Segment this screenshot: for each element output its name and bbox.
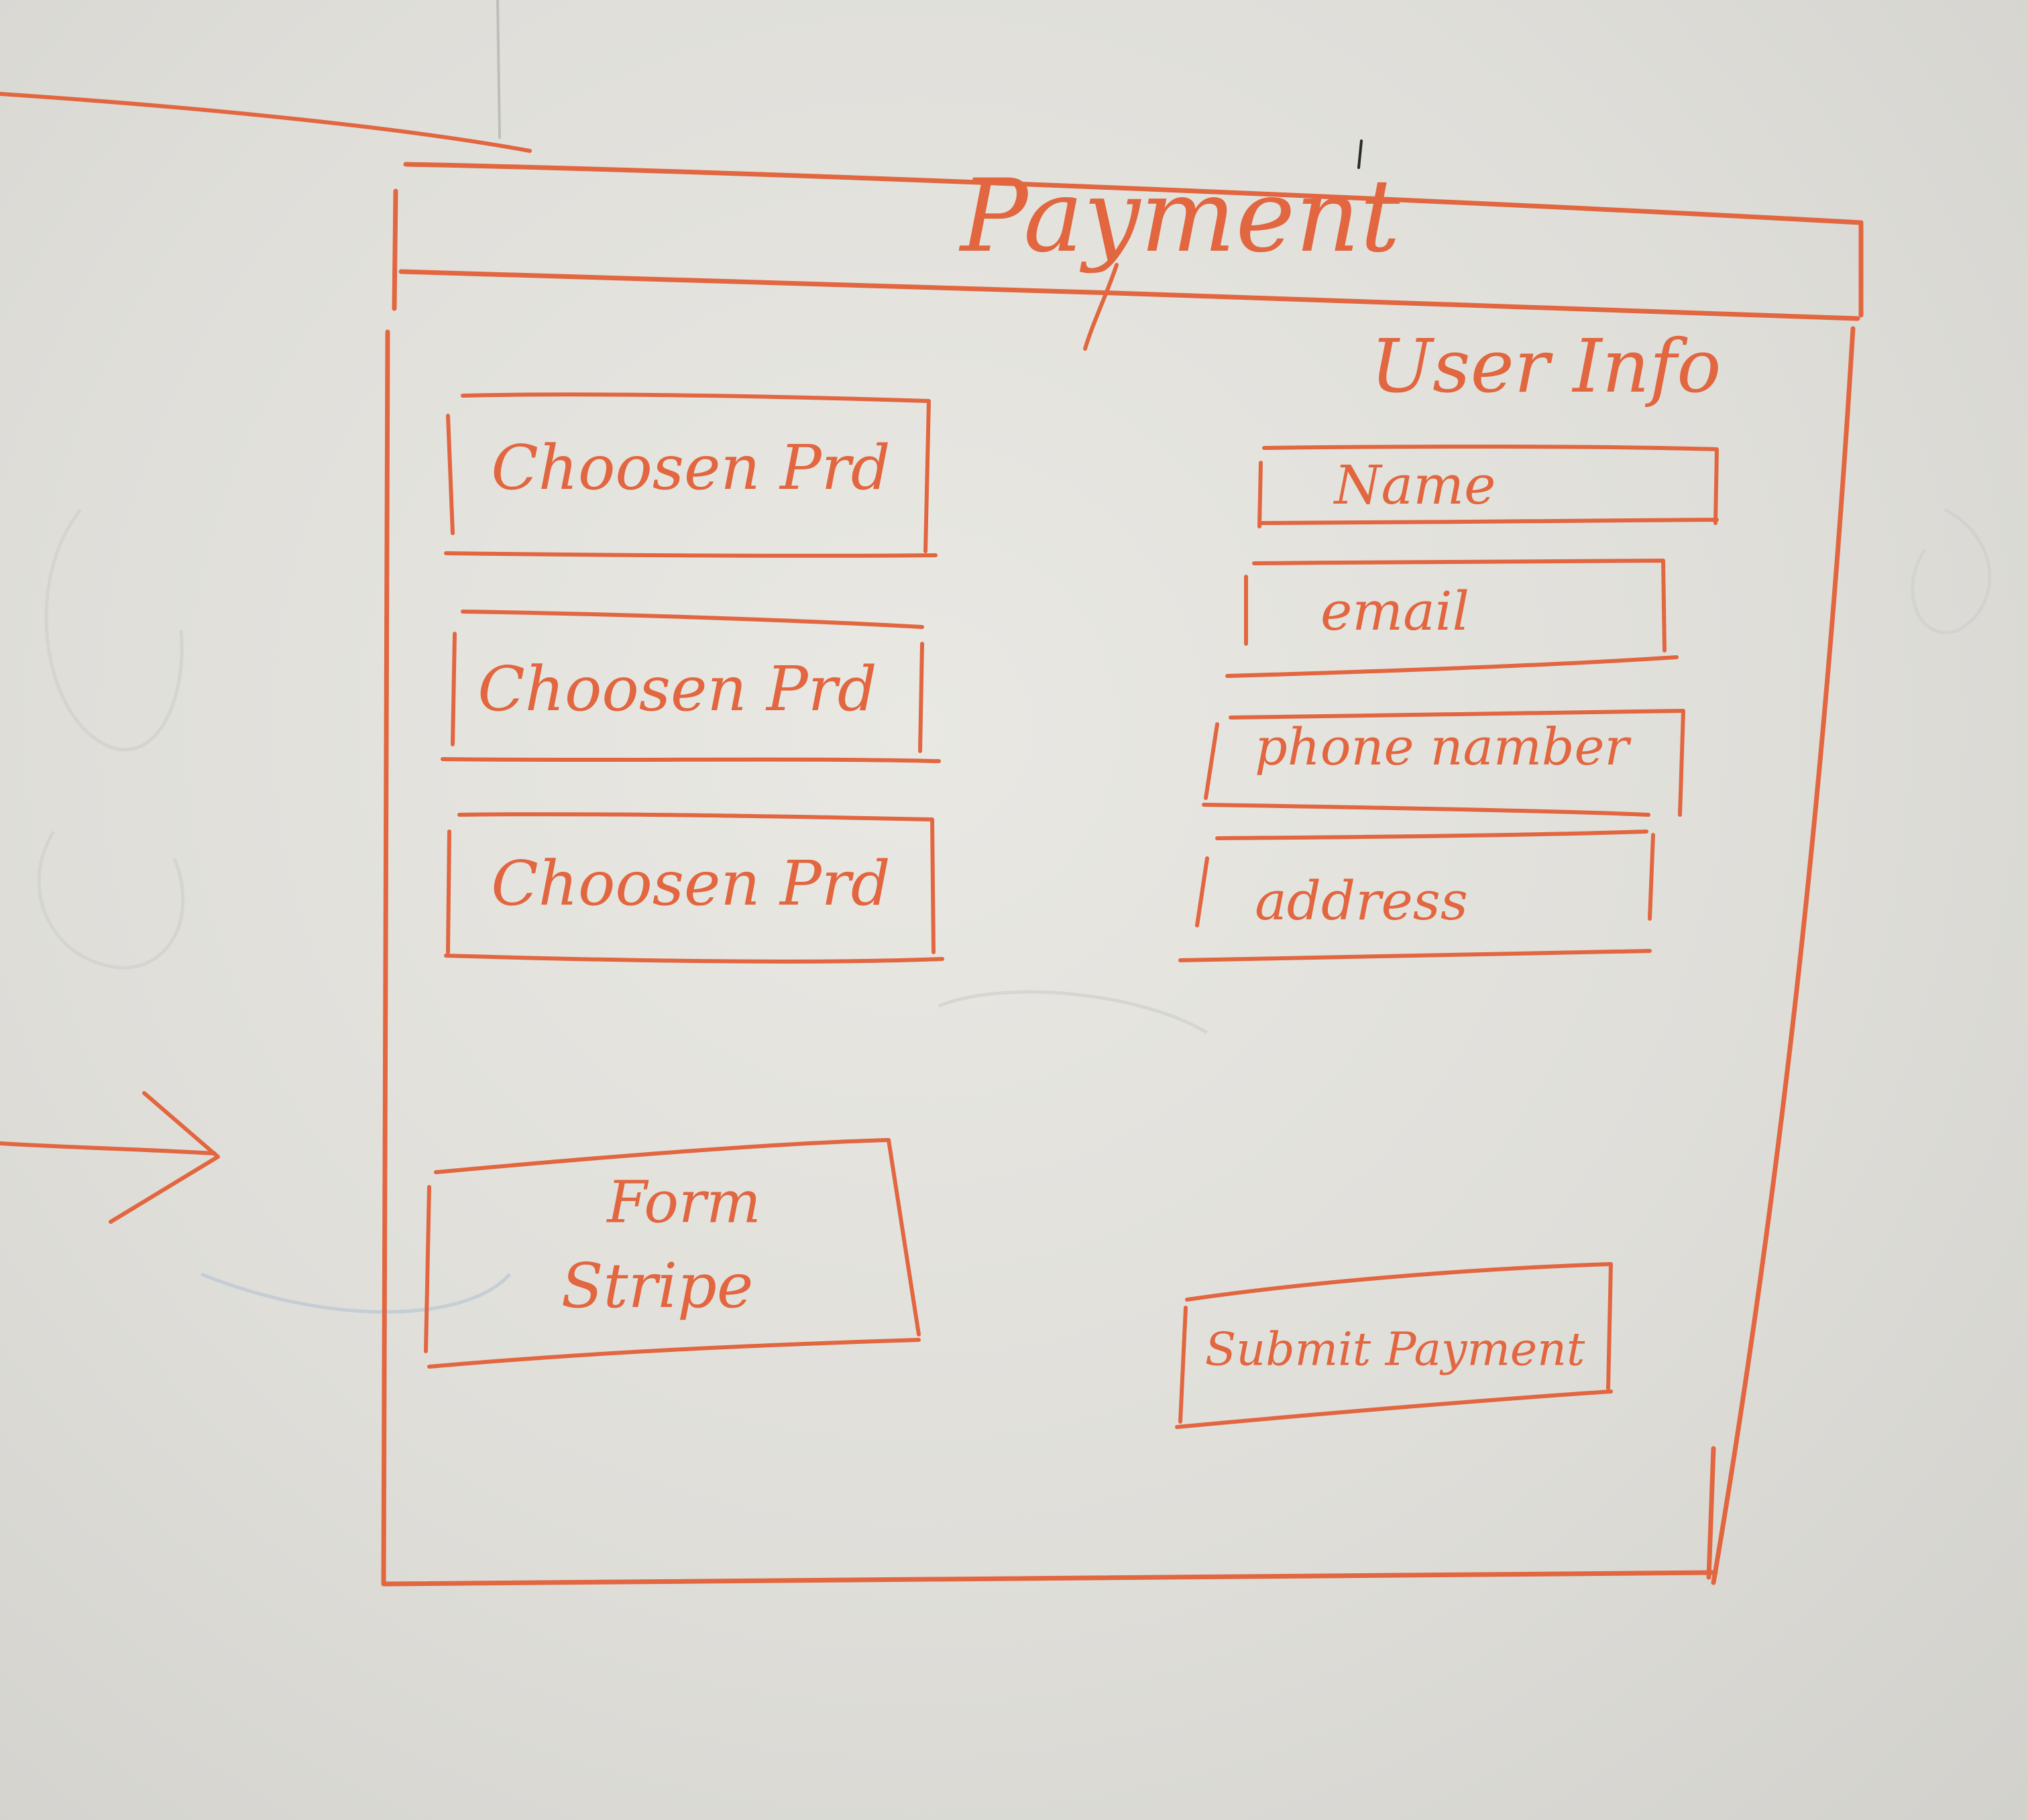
connector-line — [496, 0, 501, 139]
submit-payment-button[interactable]: Submit Payment — [1175, 1262, 1613, 1429]
email-field[interactable]: email — [1225, 559, 1679, 678]
product-card[interactable]: Choosen Prd — [444, 392, 938, 558]
window-title-bar — [403, 162, 1864, 225]
window-title: Payment — [958, 158, 1401, 275]
stripe-form-box[interactable]: Form Stripe — [424, 1138, 921, 1369]
product-card[interactable]: Choosen Prd — [444, 812, 944, 964]
connector-line — [0, 92, 532, 153]
product-label: Choosen Prd — [491, 432, 890, 504]
user-info-heading: User Info — [1370, 323, 1721, 409]
stripe-form-label-line1: Form — [606, 1170, 760, 1237]
title-underline-stroke — [1083, 263, 1119, 351]
field-label: email — [1320, 580, 1469, 642]
stripe-form-label-line2: Stripe — [561, 1250, 754, 1322]
phone-number-field[interactable]: phone namber — [1202, 709, 1685, 817]
name-field[interactable]: Name — [1257, 444, 1719, 528]
product-label: Choosen Prd — [477, 653, 877, 725]
user-info-section: User Info Name email phone namber addres… — [1178, 323, 1722, 962]
payment-window — [381, 162, 1864, 1587]
product-card[interactable]: Choosen Prd — [441, 610, 941, 763]
submit-payment-label: Submit Payment — [1205, 1324, 1585, 1377]
field-label: address — [1255, 870, 1468, 932]
field-label: phone namber — [1255, 717, 1632, 777]
address-field[interactable]: address — [1178, 830, 1655, 962]
erased-ghost-marks — [37, 508, 1992, 1314]
field-label: Name — [1333, 454, 1496, 516]
arrow-right-icon — [0, 1091, 220, 1224]
title-tick-mark — [1357, 139, 1363, 169]
chosen-product-list: Choosen Prd Choosen Prd Choosen Prd — [441, 392, 944, 964]
product-label: Choosen Prd — [491, 848, 890, 919]
